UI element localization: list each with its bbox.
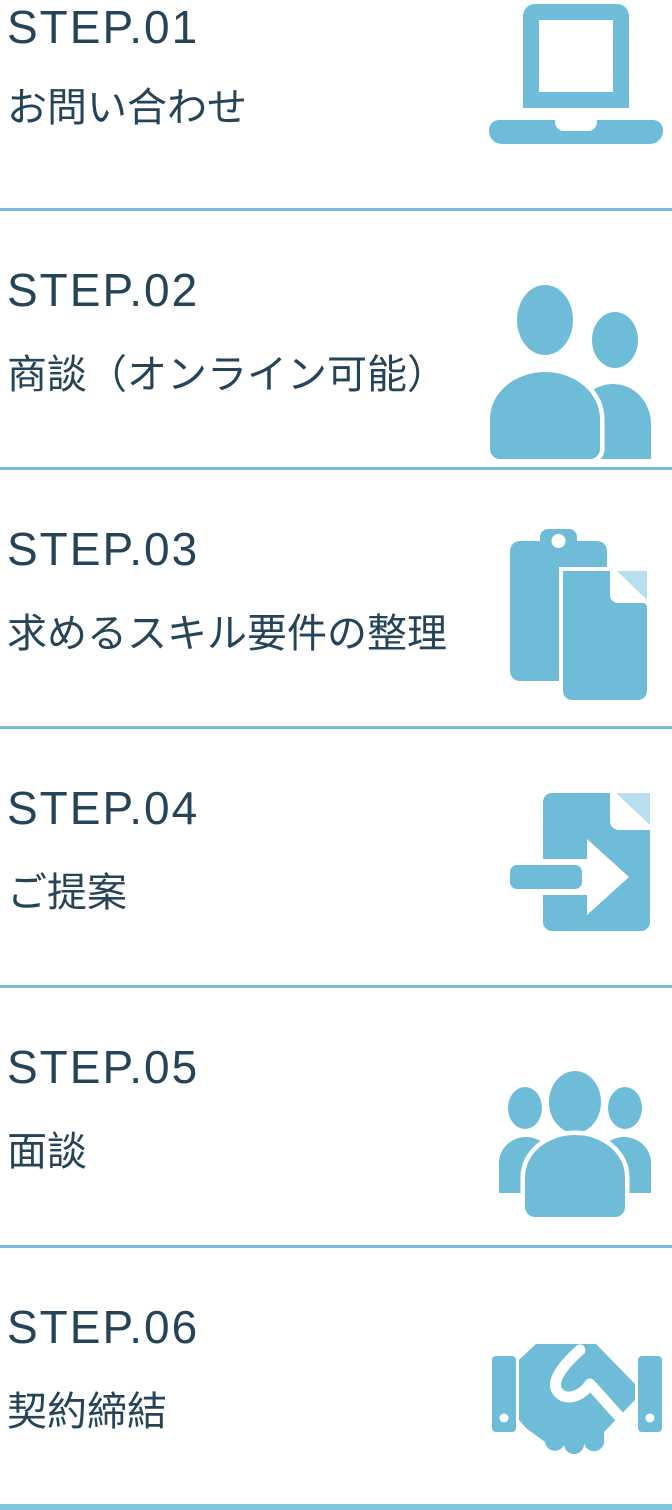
step-description: 求めるスキル要件の整理 bbox=[7, 612, 447, 656]
step-number: STEP.04 bbox=[7, 782, 200, 834]
document-arrow-icon bbox=[510, 791, 650, 931]
step-description: 契約締結 bbox=[7, 1390, 167, 1434]
step-row-2: STEP.02 商談（オンライン可能） bbox=[0, 211, 672, 470]
step-description: お問い合わせ bbox=[7, 86, 247, 130]
step-row-6: STEP.06 契約締結 bbox=[0, 1248, 672, 1504]
step-number: STEP.01 bbox=[7, 1, 200, 53]
step-number: STEP.02 bbox=[7, 264, 200, 316]
step-row-1: STEP.01 お問い合わせ bbox=[0, 0, 672, 211]
bottom-accent-bar bbox=[0, 1504, 672, 1510]
step-description: 面談 bbox=[7, 1130, 87, 1174]
step-description: ご提案 bbox=[7, 871, 127, 915]
laptop-icon bbox=[489, 4, 663, 144]
three-people-icon bbox=[499, 1071, 651, 1221]
step-row-3: STEP.03 求めるスキル要件の整理 bbox=[0, 470, 672, 729]
two-people-icon bbox=[489, 284, 651, 459]
step-number: STEP.06 bbox=[7, 1301, 200, 1353]
clipboard-documents-icon bbox=[510, 529, 647, 700]
step-description: 商談（オンライン可能） bbox=[7, 353, 447, 397]
step-number: STEP.03 bbox=[7, 523, 200, 575]
step-row-4: STEP.04 ご提案 bbox=[0, 729, 672, 988]
handshake-icon bbox=[492, 1342, 662, 1464]
step-row-5: STEP.05 面談 bbox=[0, 988, 672, 1248]
step-number: STEP.05 bbox=[7, 1041, 200, 1093]
